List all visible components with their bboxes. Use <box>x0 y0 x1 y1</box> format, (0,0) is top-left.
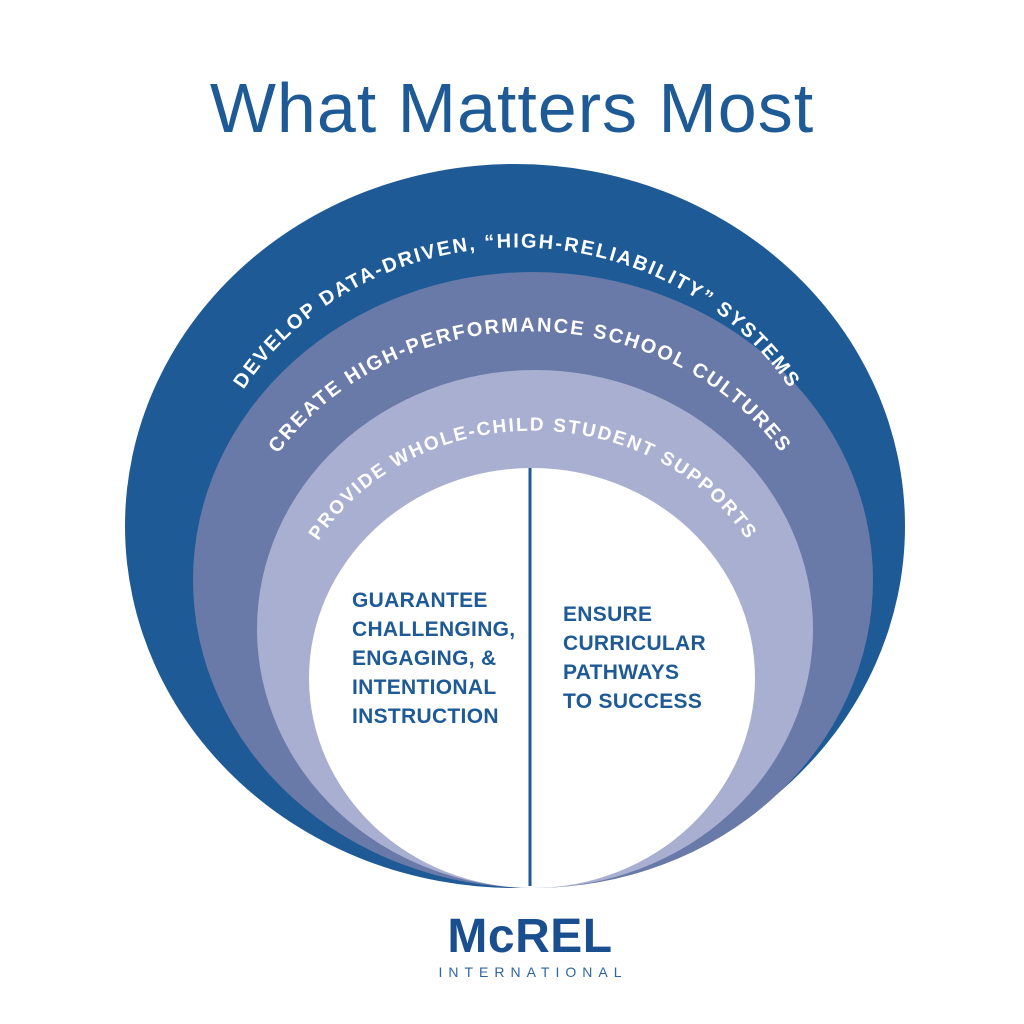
center-label-instruction: GUARANTEE CHALLENGING, ENGAGING, & INTEN… <box>352 589 516 728</box>
center-label-pathways: ENSURE CURRICULAR PATHWAYS TO SUCCESS <box>563 603 706 713</box>
logo-subtitle: INTERNATIONAL <box>438 964 628 980</box>
logo-wordmark: McREL <box>447 910 613 963</box>
mcrel-logo: McREL INTERNATIONAL <box>433 910 628 981</box>
center-circle <box>309 468 755 888</box>
page-title: What Matters Most <box>209 69 815 147</box>
